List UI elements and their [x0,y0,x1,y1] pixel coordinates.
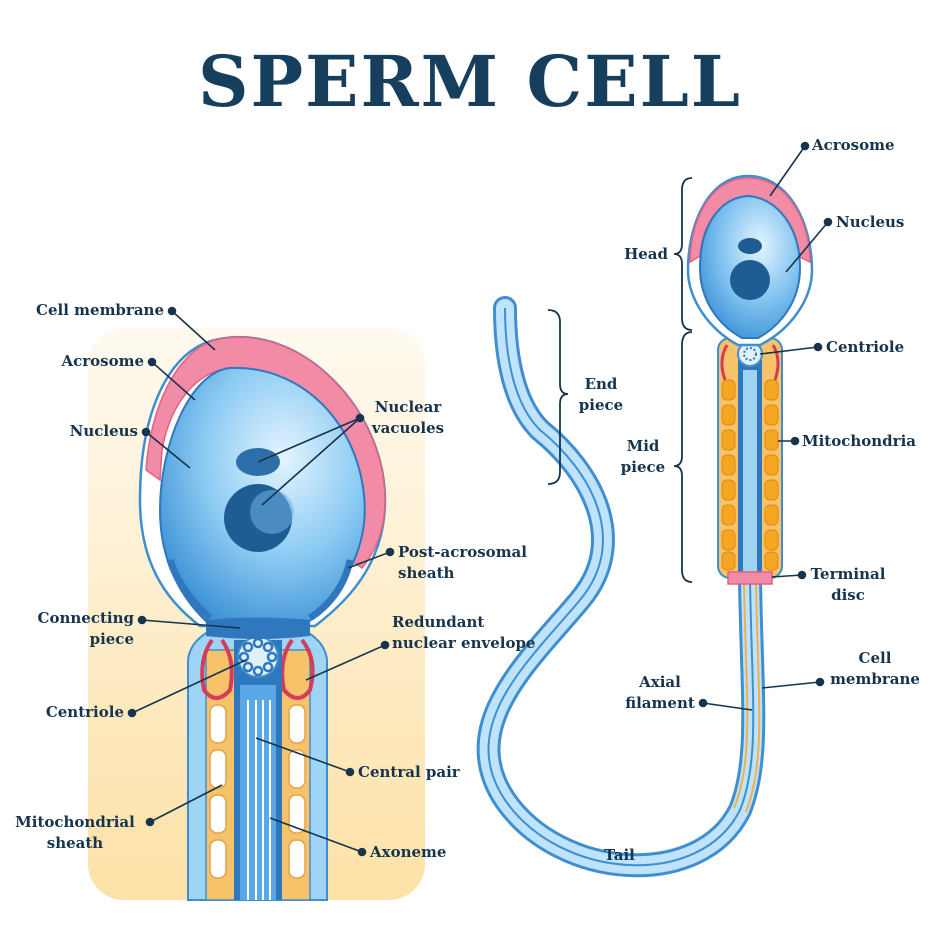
label-cell-membrane: Cell membrane [36,301,164,319]
whole-leader-lines [698,141,833,711]
label-mid-piece: Mid piece [620,437,666,476]
detail-midpiece [187,627,328,901]
region-brackets [547,177,693,583]
label-whole-cell-membrane: Cell membrane [830,649,920,688]
terminal-disc-band [727,571,773,585]
label-nuclear-vacuoles: Nuclear vacuoles [371,398,445,437]
label-central-pair: Central pair [358,763,460,781]
label-axial-filament: Axial filament [625,673,695,712]
label-post-acrosomal-sheath: Post-acrosomal sheath [398,543,527,582]
label-head: Head [624,245,668,263]
whole-cell-view [476,141,833,878]
detail-head [138,336,387,639]
page-title: SPERM CELL [197,40,743,123]
label-mitochondrial-sheath: Mitochondrial sheath [15,813,135,852]
detail-leader-lines [127,306,395,857]
label-whole-acrosome: Acrosome [812,136,895,154]
label-redundant-nuclear-envelope: Redundant nuclear envelope [392,613,536,652]
axial-filament-line [487,307,755,867]
mitochondria-chunks [209,704,306,879]
label-whole-centriole: Centriole [826,338,905,356]
label-acrosome: Acrosome [61,352,144,370]
label-tail: Tail [604,846,635,864]
label-nucleus: Nucleus [69,422,138,440]
label-centriole: Centriole [45,703,124,721]
centriole-ring [237,636,279,678]
label-connecting-piece: Connecting piece [37,609,134,648]
detail-panel [88,306,425,901]
label-axoneme: Axoneme [370,843,447,861]
label-end-piece: End piece [578,375,624,414]
label-terminal-disc: Terminal disc [810,565,886,604]
label-whole-nucleus: Nucleus [836,213,905,231]
post-acrosomal-sheath [308,559,354,621]
label-mitochondria: Mitochondria [802,432,916,450]
